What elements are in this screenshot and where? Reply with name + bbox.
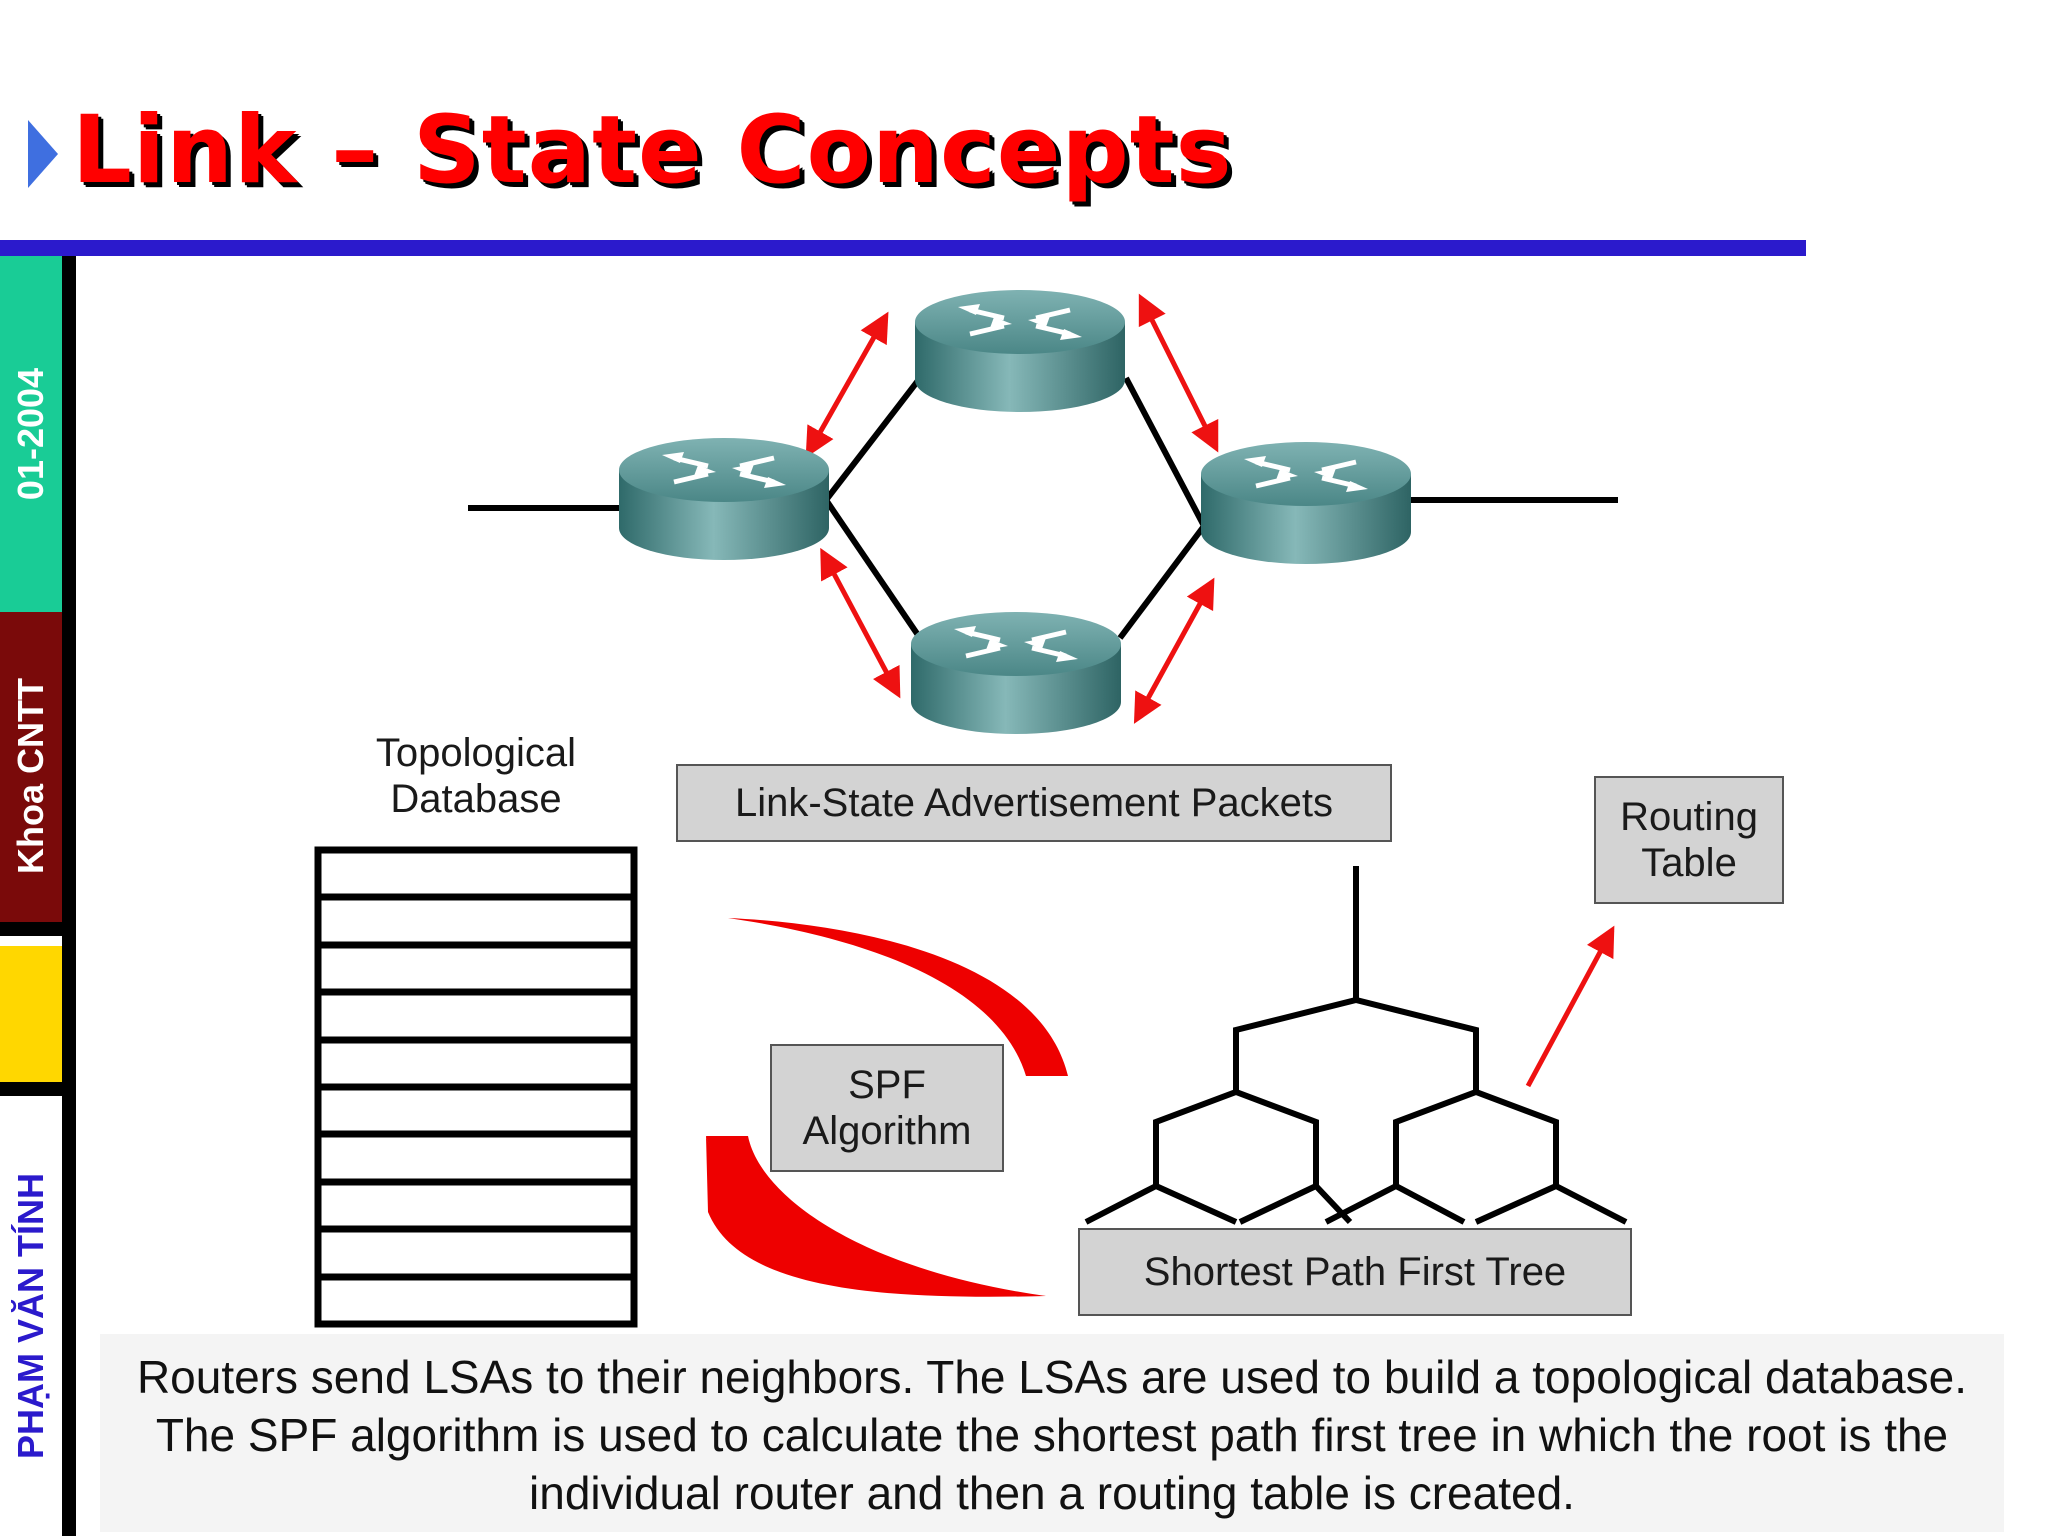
spf-arc-upper (728, 918, 1068, 1076)
spf-tree (1084, 866, 1628, 1225)
lsa-packets-label: Link-State Advertisement Packets (734, 781, 1334, 825)
slide-title: Link – State Concepts (72, 96, 1233, 205)
sidebar-yellow-block (0, 946, 62, 1082)
lsa-arrow-top-right (1138, 293, 1219, 453)
spf-cycle-arrows (706, 918, 1068, 1297)
sidebar-divider (0, 922, 62, 936)
sidebar-author-block (0, 1096, 62, 1536)
lsa-arrow-bottom-right (1133, 577, 1215, 724)
lsa-arrow-left-top (805, 311, 889, 458)
sidebar-date-block (0, 256, 62, 612)
title-rule (0, 240, 1806, 256)
router-left (619, 438, 829, 560)
router-right (1201, 442, 1411, 564)
router-bottom (911, 612, 1121, 734)
lsa-arrow-left-bottom (820, 547, 901, 699)
sidebar: 01-2004 Khoa CNTT PHẠM VĂN TÍNH (0, 256, 62, 1536)
spf-arc-lower (706, 1136, 1046, 1297)
lsa-arrows (805, 293, 1219, 724)
sidebar-edge (62, 256, 76, 1536)
lsa-packets-box: Link-State Advertisement Packets (676, 764, 1392, 842)
topological-database-table (314, 846, 638, 1328)
router-top (915, 290, 1125, 412)
routing-table-arrow (1525, 925, 1615, 1088)
link-left-bottom (823, 498, 923, 640)
caption: Routers send LSAs to their neighbors. Th… (100, 1334, 2004, 1532)
title-bullet-icon (28, 120, 58, 188)
sidebar-dept-block (0, 612, 62, 922)
spf-tree-box: Shortest Path First Tree (1078, 1228, 1632, 1316)
spf-tree-label: Shortest Path First Tree (1143, 1250, 1567, 1294)
spf-arc-lower-body (706, 1136, 1046, 1296)
sidebar-divider (0, 1082, 62, 1096)
